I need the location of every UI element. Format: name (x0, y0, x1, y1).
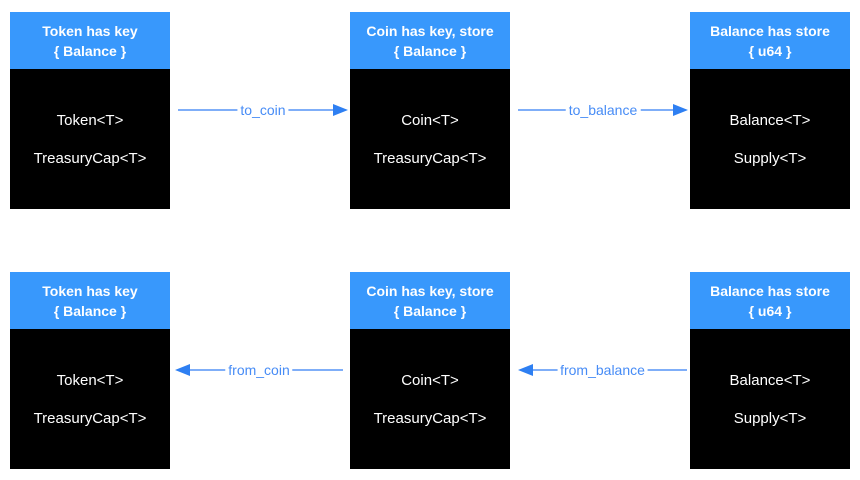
box-header-line2: { Balance } (393, 302, 467, 319)
arrow-label: to_coin (237, 102, 289, 118)
box-body: Coin<T> TreasuryCap<T> (350, 69, 510, 209)
box-body: Balance<T> Supply<T> (690, 329, 850, 469)
box-header-line2: { Balance } (53, 302, 127, 319)
struct-box-balance-bottom: Balance has store { u64 } Balance<T> Sup… (690, 272, 850, 469)
box-header: Balance has store { u64 } (690, 12, 850, 69)
arrowhead-left-icon (518, 364, 533, 376)
arrow-label: from_balance (557, 362, 648, 378)
box-header: Balance has store { u64 } (690, 272, 850, 329)
box-field: TreasuryCap<T> (33, 409, 147, 427)
arrowhead-left-icon (175, 364, 190, 376)
box-header-line1: Balance has store (710, 22, 830, 39)
box-body: Balance<T> Supply<T> (690, 69, 850, 209)
struct-box-token-top: Token has key { Balance } Token<T> Treas… (10, 12, 170, 209)
box-header-line2: { u64 } (748, 42, 792, 59)
box-field: Supply<T> (733, 409, 807, 427)
box-body: Token<T> TreasuryCap<T> (10, 329, 170, 469)
box-header: Token has key { Balance } (10, 272, 170, 329)
box-header: Coin has key, store { Balance } (350, 12, 510, 69)
box-field: Coin<T> (401, 111, 459, 129)
arrow-from-coin: from_coin (175, 358, 343, 382)
box-header-line2: { u64 } (748, 302, 792, 319)
struct-box-balance-top: Balance has store { u64 } Balance<T> Sup… (690, 12, 850, 209)
box-field: TreasuryCap<T> (373, 409, 487, 427)
arrow-to-coin: to_coin (178, 98, 348, 122)
box-header-line1: Balance has store (710, 282, 830, 299)
box-header-line2: { Balance } (53, 42, 127, 59)
struct-box-token-bottom: Token has key { Balance } Token<T> Treas… (10, 272, 170, 469)
box-header-line1: Token has key (42, 22, 138, 39)
arrowhead-right-icon (333, 104, 348, 116)
box-header: Coin has key, store { Balance } (350, 272, 510, 329)
box-field: Balance<T> (729, 371, 811, 389)
box-header-line2: { Balance } (393, 42, 467, 59)
box-header-line1: Token has key (42, 282, 138, 299)
arrowhead-right-icon (673, 104, 688, 116)
box-field: Supply<T> (733, 149, 807, 167)
struct-box-coin-top: Coin has key, store { Balance } Coin<T> … (350, 12, 510, 209)
box-field: Token<T> (56, 111, 124, 129)
box-field: Coin<T> (401, 371, 459, 389)
box-field: TreasuryCap<T> (33, 149, 147, 167)
arrow-to-balance: to_balance (518, 98, 688, 122)
box-header-line1: Coin has key, store (366, 22, 494, 39)
box-field: TreasuryCap<T> (373, 149, 487, 167)
box-header-line1: Coin has key, store (366, 282, 494, 299)
box-field: Token<T> (56, 371, 124, 389)
arrow-label: from_coin (225, 362, 293, 378)
struct-box-coin-bottom: Coin has key, store { Balance } Coin<T> … (350, 272, 510, 469)
arrow-from-balance: from_balance (518, 358, 687, 382)
box-body: Coin<T> TreasuryCap<T> (350, 329, 510, 469)
box-body: Token<T> TreasuryCap<T> (10, 69, 170, 209)
box-field: Balance<T> (729, 111, 811, 129)
box-header: Token has key { Balance } (10, 12, 170, 69)
arrow-label: to_balance (565, 102, 641, 118)
